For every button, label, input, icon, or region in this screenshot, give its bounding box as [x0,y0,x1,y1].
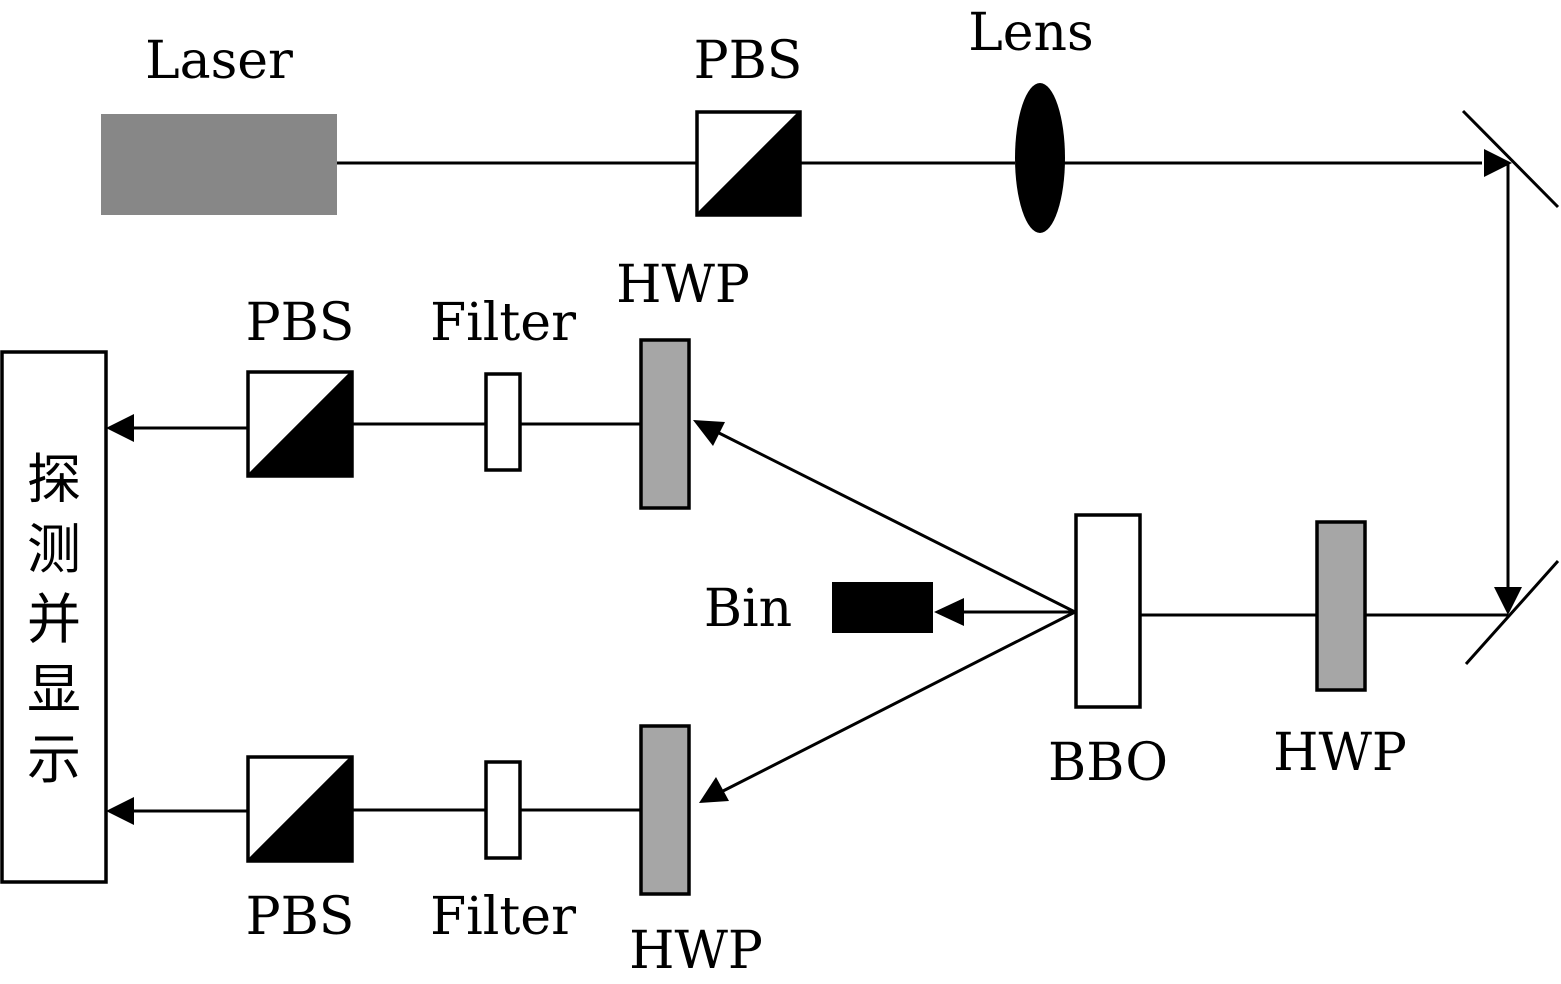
hwp-lower [639,724,691,896]
label-pbs-lower: PBS [246,887,355,947]
label-bbo: BBO [1048,733,1168,793]
arrowhead-to-mirror-top [1484,149,1512,177]
arrowhead-to-lower-hwp [699,777,729,803]
label-pbs-top: PBS [694,31,803,91]
lens [1015,83,1065,233]
arrowhead-to-mirror-bottom [1494,587,1522,615]
label-laser: Laser [145,31,293,91]
beam-bin [832,582,933,633]
pbs-top [695,110,802,217]
label-filter-upper: Filter [430,293,576,353]
arrowhead-to-detector-lower [106,797,134,825]
arrowhead-to-upper-hwp [693,420,725,446]
beam-bbo-to-lower-hwp [722,610,1076,793]
detector-display-box [0,350,108,884]
arrowhead-to-bin [934,598,964,626]
laser-source [101,114,337,215]
label-pbs-upper: PBS [246,293,355,353]
hwp-upper [639,338,691,510]
label-lens: Lens [968,3,1093,63]
filter-upper [484,372,522,472]
label-hwp-pump: HWP [1273,723,1407,783]
beam-paths [132,161,1510,813]
detector-char-1: 探 [27,448,81,511]
beam-bbo-to-upper-hwp [716,430,1076,614]
detector-char-4: 显 [27,658,81,721]
mirror-bottom [1464,560,1560,665]
detector-char-5: 示 [27,728,81,791]
hwp-pump [1315,520,1367,692]
detector-char-3: 并 [27,588,81,651]
arrowhead-to-detector-upper [106,414,134,442]
filter-lower [484,760,522,860]
label-hwp-upper: HWP [616,255,750,315]
bbo-crystal [1074,513,1142,709]
pbs-lower [246,755,354,863]
detector-display-label: 探 测 并 显 示 [27,448,81,791]
label-hwp-lower: HWP [629,921,763,981]
arrowheads [106,149,1522,825]
label-bin: Bin [704,579,792,639]
label-filter-lower: Filter [430,887,576,947]
mirror-top [1461,109,1560,209]
detector-char-2: 测 [27,518,81,581]
pbs-upper [246,370,354,478]
